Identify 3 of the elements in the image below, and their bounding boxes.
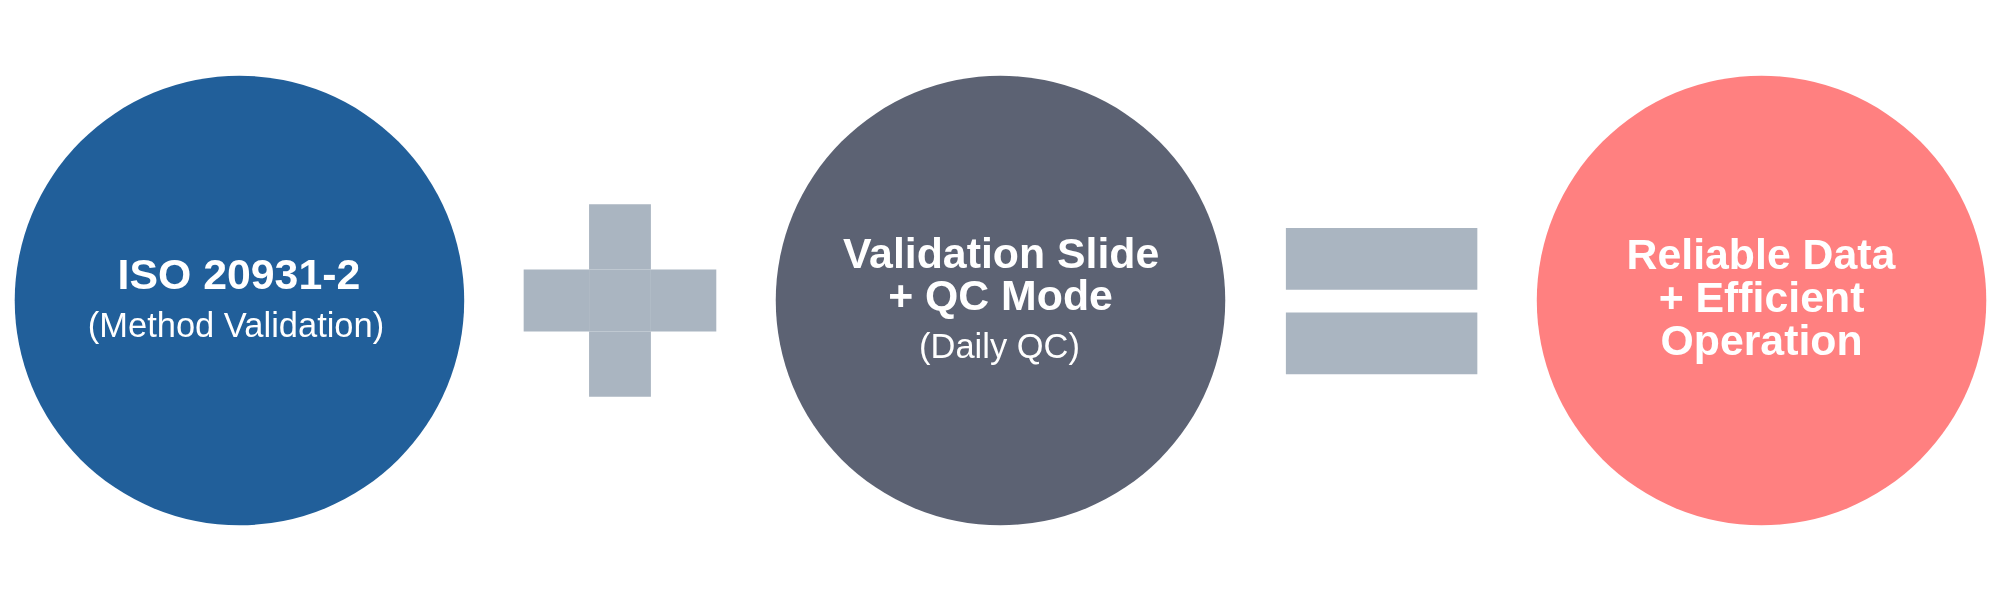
node-circle: ISO 20931-2 (Method Validation) — [14, 75, 464, 525]
node-circle: Reliable Data + Efficient Operation — [1536, 75, 1986, 525]
node-circle: Validation Slide + QC Mode (Daily QC) — [775, 75, 1225, 525]
